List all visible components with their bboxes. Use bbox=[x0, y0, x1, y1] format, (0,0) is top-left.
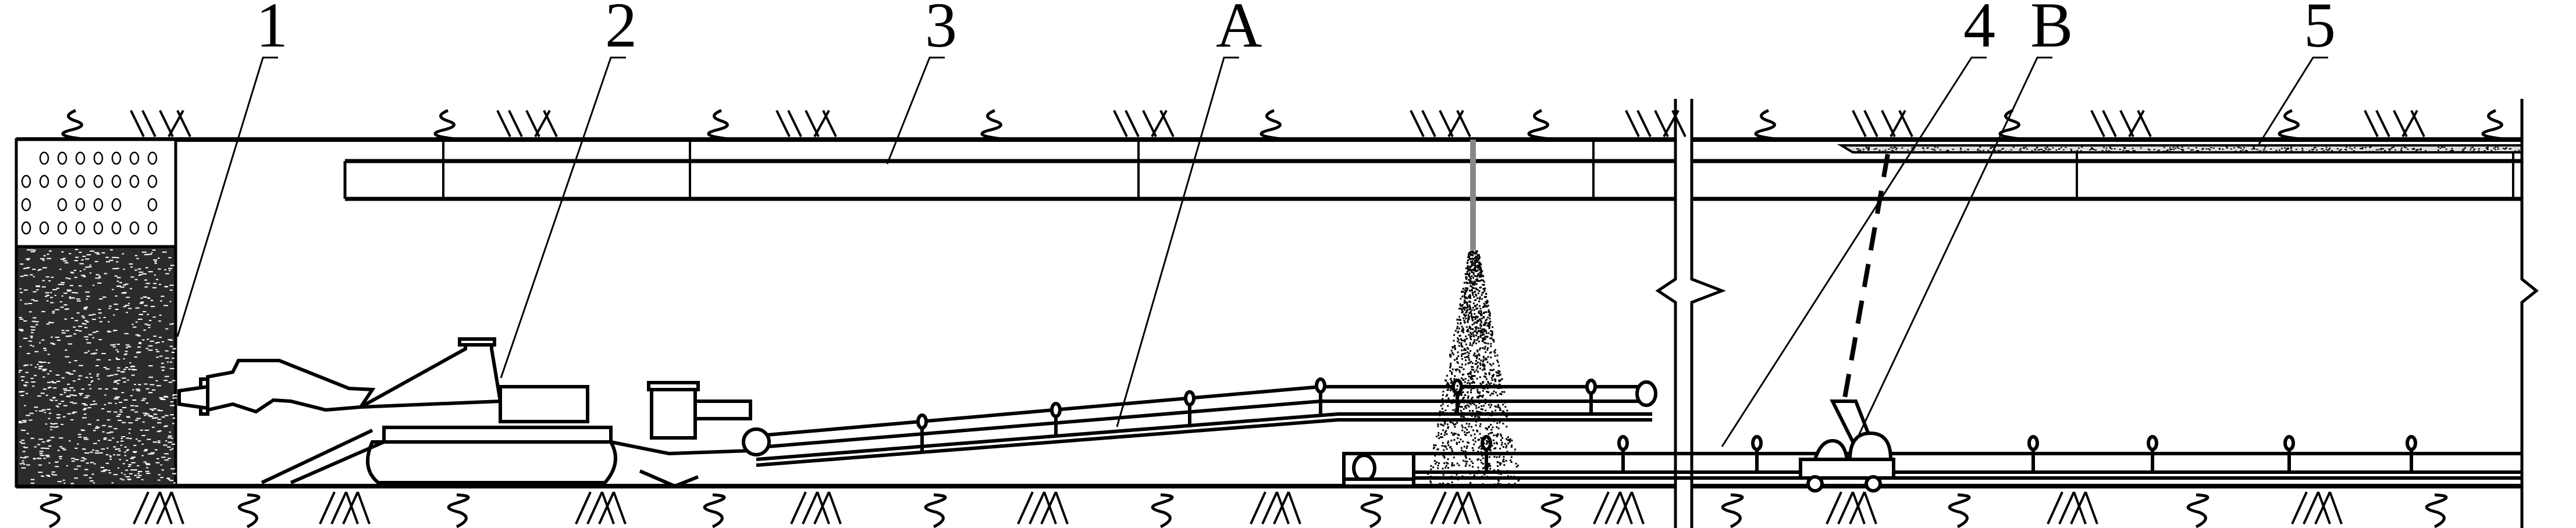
soil-symbol bbox=[703, 493, 726, 528]
soil-symbol bbox=[2278, 109, 2307, 141]
spray-stream bbox=[1427, 140, 1521, 488]
soil-symbol bbox=[2425, 493, 2448, 528]
ground-symbols-top bbox=[61, 109, 2511, 141]
roadheader-machine bbox=[177, 337, 752, 488]
soil-symbol bbox=[1527, 109, 1557, 141]
sprayed-roof-layer bbox=[1837, 144, 2523, 154]
soil-symbol bbox=[707, 109, 736, 141]
rock-hatch-symbol bbox=[1430, 491, 1482, 525]
soil-symbol bbox=[2186, 493, 2209, 528]
soil-symbol bbox=[980, 109, 1010, 141]
soil-symbol bbox=[2481, 109, 2511, 141]
soil-symbol bbox=[924, 493, 947, 528]
soil-symbol bbox=[1151, 493, 1174, 528]
rock-hatch-symbol bbox=[1113, 110, 1175, 137]
rock-hatch-symbol bbox=[1250, 491, 1301, 525]
break-lines bbox=[1655, 99, 2539, 528]
rock-hatch-symbol bbox=[790, 491, 842, 525]
belt-conveyor bbox=[1342, 435, 2522, 488]
ground-symbols-bottom bbox=[40, 491, 2448, 528]
soil-symbol bbox=[1948, 493, 1971, 528]
rock-hatch-symbol bbox=[1852, 110, 1913, 137]
face-coal-rock-texture bbox=[19, 249, 177, 484]
rock-hatch-symbol bbox=[496, 110, 558, 137]
working-face bbox=[15, 138, 177, 488]
rock-hatch-symbol bbox=[130, 110, 191, 137]
soil-symbol bbox=[1540, 493, 1564, 528]
label-A: A bbox=[1216, 0, 1262, 60]
rock-hatch-symbol bbox=[2364, 110, 2425, 137]
label-B: B bbox=[2030, 0, 2073, 60]
label-3: 3 bbox=[925, 0, 957, 60]
rock-hatch-symbol bbox=[2291, 491, 2343, 525]
spraying-machine bbox=[1799, 154, 1895, 493]
leader-lines bbox=[176, 56, 2328, 447]
rock-hatch-symbol bbox=[1017, 491, 1069, 525]
soil-symbol bbox=[1998, 109, 2028, 141]
label-4: 4 bbox=[1963, 0, 1995, 60]
rock-hatch-symbol bbox=[775, 110, 837, 137]
soil-symbol bbox=[237, 493, 261, 528]
soil-symbol bbox=[1259, 109, 1289, 141]
soil-symbol bbox=[1721, 493, 1744, 528]
face-dotted-zone bbox=[21, 151, 158, 235]
roof-support-beam bbox=[343, 140, 2522, 201]
rock-hatch-symbol bbox=[2047, 491, 2098, 525]
soil-symbol bbox=[1360, 493, 1383, 528]
label-5: 5 bbox=[2304, 0, 2336, 60]
rock-hatch-symbol bbox=[2090, 110, 2152, 137]
soil-symbol bbox=[40, 493, 63, 528]
bridge-conveyor bbox=[742, 377, 1657, 467]
rock-hatch-symbol bbox=[319, 491, 371, 525]
rock-hatch-symbol bbox=[1593, 491, 1645, 525]
soil-symbol bbox=[447, 493, 470, 528]
soil-symbol bbox=[61, 109, 91, 141]
rock-hatch-symbol bbox=[1826, 491, 1877, 525]
label-2: 2 bbox=[605, 0, 637, 60]
rock-hatch-symbol bbox=[133, 491, 184, 525]
rock-hatch-symbol bbox=[1410, 110, 1471, 137]
label-1: 1 bbox=[256, 0, 288, 60]
soil-symbol bbox=[1754, 109, 1784, 141]
rock-hatch-symbol bbox=[575, 491, 627, 525]
soil-symbol bbox=[433, 109, 463, 141]
